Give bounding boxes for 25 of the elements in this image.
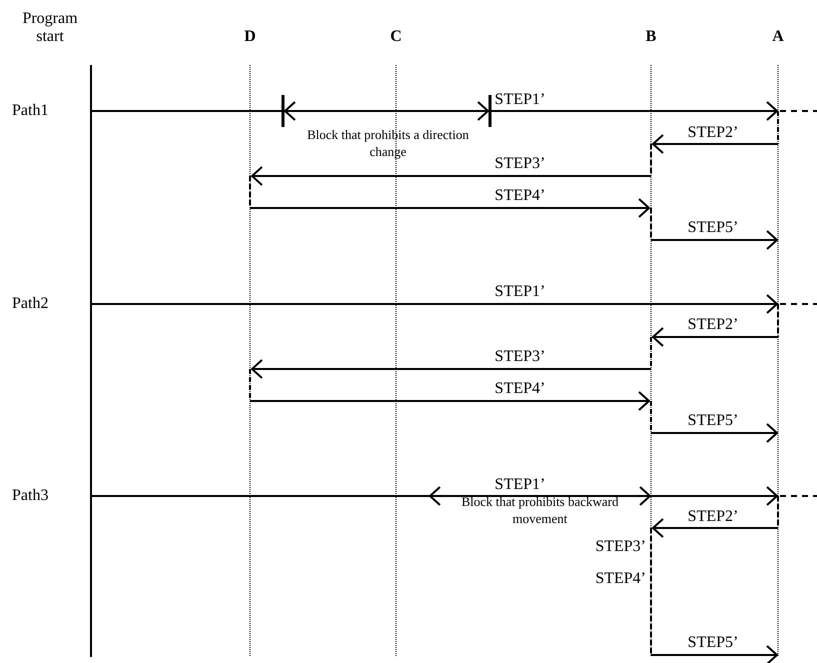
step-label: STEP4’ bbox=[494, 187, 546, 205]
step-label: STEP2’ bbox=[688, 316, 738, 334]
step-label: STEP4’ bbox=[595, 570, 646, 588]
path-label: Path2 bbox=[12, 295, 48, 313]
block-note: Block that prohibits backward movement bbox=[460, 493, 620, 527]
step-label: STEP3’ bbox=[494, 155, 546, 173]
path-label: Path3 bbox=[12, 487, 48, 505]
step-label: STEP1’ bbox=[494, 283, 546, 301]
step-label: STEP4’ bbox=[494, 380, 546, 398]
step-label: STEP5’ bbox=[688, 412, 738, 430]
block-note: Block that prohibits a direction change bbox=[306, 126, 470, 160]
step-label: STEP3’ bbox=[494, 348, 546, 366]
step-label: STEP2’ bbox=[688, 124, 738, 142]
position-label: C bbox=[390, 28, 402, 46]
step-label: STEP5’ bbox=[688, 219, 738, 237]
step-label: STEP2’ bbox=[688, 508, 738, 526]
step-label: STEP1’ bbox=[494, 476, 546, 494]
position-label: B bbox=[646, 28, 656, 46]
step-label: STEP3’ bbox=[595, 538, 646, 556]
start-label: Program start bbox=[21, 10, 79, 46]
path-label: Path1 bbox=[12, 102, 48, 120]
position-label: D bbox=[244, 28, 256, 46]
step-label: STEP5’ bbox=[688, 634, 738, 652]
step-label: STEP1’ bbox=[494, 91, 546, 109]
position-label: A bbox=[772, 28, 784, 46]
